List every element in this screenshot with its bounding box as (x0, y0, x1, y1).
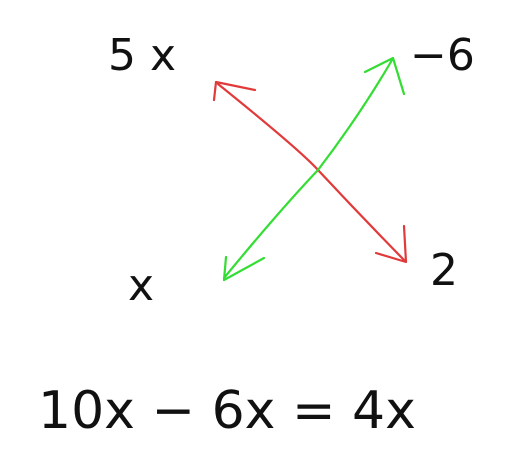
term-top-left: 5 x (108, 30, 176, 81)
term-bottom-right: 2 (430, 245, 458, 296)
green-arrow-line (222, 58, 394, 280)
red-cross-arrow (212, 80, 408, 264)
green-cross-arrow (222, 56, 406, 282)
result-equation: 10x − 6x = 4x (38, 381, 416, 441)
green-arrow-head-bottom-left (222, 255, 266, 282)
red-arrow-head-top-left (212, 80, 257, 102)
term-bottom-left: x (128, 260, 154, 311)
term-top-right: −6 (410, 30, 475, 81)
red-arrow-head-bottom-right (374, 224, 408, 264)
green-arrow-head-top-right (363, 56, 406, 96)
red-arrow-line (216, 82, 406, 262)
